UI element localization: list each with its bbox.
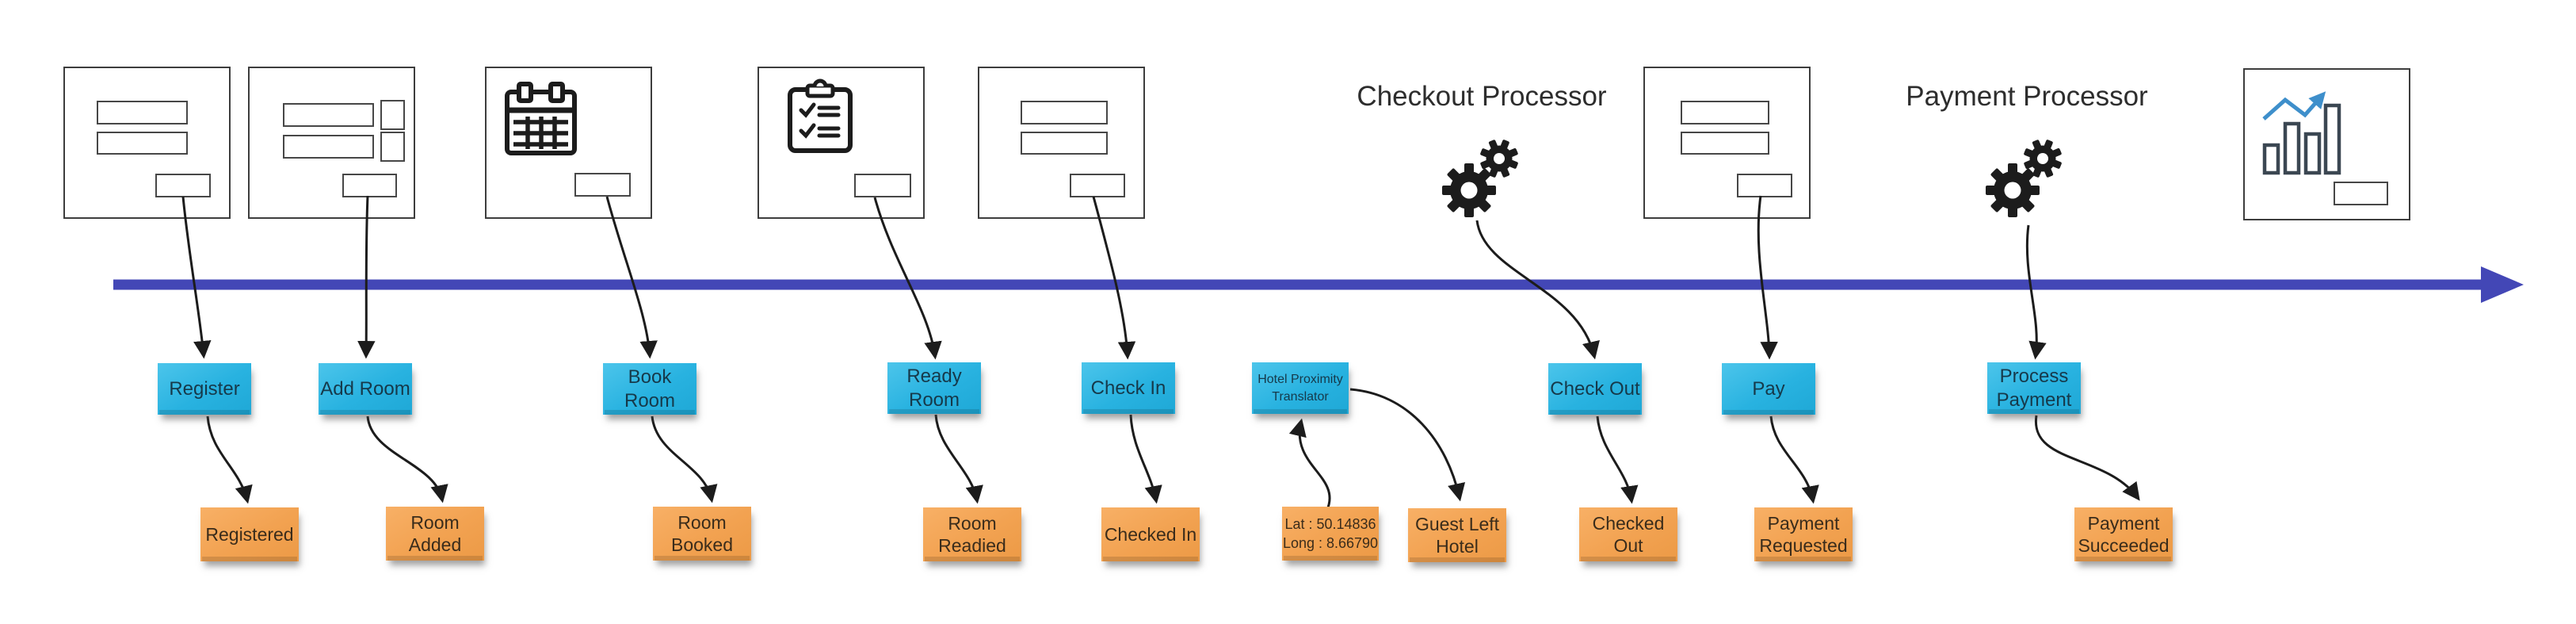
connector-process-payment-to-payment-succeeded [2035,415,2140,501]
input-field [1021,101,1108,124]
connector-add-room-form-to-add-room [357,195,376,359]
connector-check-in-to-checked-in [1129,414,1162,504]
command-sticky-ready-room[interactable]: Ready Room [887,362,981,414]
connector-checklist-to-ready-room [873,197,942,360]
input-field [1681,101,1769,124]
button-placeholder [1737,174,1792,197]
connector-translator-to-guest-left-hotel [1349,388,1466,502]
sticky-label: Hotel Proximity Translator [1257,372,1343,404]
sticky-label: Pay [1752,377,1785,400]
button-placeholder [854,174,911,197]
event-sticky-checked-out[interactable]: Checked Out [1579,507,1677,561]
connector-check-in-form-to-check-in [1092,196,1136,360]
wireframe-add-room-form[interactable] [248,67,415,219]
event-sticky-lat-long[interactable]: Lat : 50.14836 Long : 8.66790 [1282,507,1379,561]
connector-add-room-to-room-added [366,415,448,503]
processor-label-checkout[interactable]: Checkout Processor [1357,81,1607,112]
wireframe-register-form[interactable] [63,67,231,219]
event-sticky-registered[interactable]: Registered [200,507,299,561]
event-sticky-payment-requested[interactable]: Payment Requested [1754,507,1853,561]
sticky-label: Add Room [320,377,410,400]
event-sticky-room-added[interactable]: Room Added [386,507,484,561]
event-sticky-room-readied[interactable]: Room Readied [923,507,1021,561]
processor-label-payment[interactable]: Payment Processor [1906,81,2148,112]
wireframe-report-chart[interactable] [2243,68,2410,220]
checkbox-placeholder [380,100,405,130]
event-sticky-checked-in[interactable]: Checked In [1101,507,1200,561]
event-sticky-room-booked[interactable]: Room Booked [653,507,751,561]
checkbox-placeholder [380,132,405,162]
sticky-label: Register [169,377,240,400]
button-placeholder [574,173,631,197]
sticky-label: Guest Left Hotel [1414,513,1500,557]
sticky-label: Payment Requested [1759,512,1848,556]
command-sticky-hotel-proximity-translator[interactable]: Hotel Proximity Translator [1252,362,1349,414]
connector-calendar-to-book-room [605,196,658,359]
bar-chart-icon [2262,91,2341,175]
connector-pay-to-payment-requested [1769,415,1819,504]
sticky-label: Room Readied [938,512,1006,556]
sticky-label: Checked In [1104,523,1197,545]
connector-checkout-gears-to-check-out [1475,220,1600,360]
wireframe-ready-room-checklist[interactable] [758,67,925,219]
sticky-label: Ready Room [906,366,962,411]
connector-book-room-to-room-booked [651,415,718,503]
wireframe-book-room-calendar[interactable] [485,67,652,219]
input-field [1021,132,1108,155]
gears-icon-checkout-processor[interactable] [1436,136,1521,222]
button-placeholder [2334,182,2388,205]
connector-pay-form-to-pay [1757,195,1778,360]
wireframe-pay-form[interactable] [1643,67,1811,219]
command-sticky-register[interactable]: Register [158,363,251,415]
button-placeholder [342,174,397,197]
input-field [97,132,188,155]
checklist-clipboard-icon [788,78,853,153]
sticky-label: Registered [205,523,294,545]
button-placeholder [1070,174,1125,197]
command-sticky-book-room[interactable]: Book Room [603,363,696,415]
sticky-label: Process Payment [1996,366,2072,411]
sticky-label: Book Room [624,366,676,412]
sticky-label: Lat : 50.14836 Long : 8.66790 [1282,515,1379,551]
input-field [283,103,374,127]
command-sticky-check-out[interactable]: Check Out [1548,363,1642,415]
command-sticky-process-payment[interactable]: Process Payment [1987,362,2081,414]
connector-check-out-to-checked-out [1596,415,1639,504]
wireframe-check-in-form[interactable] [978,67,1145,219]
event-sticky-payment-succeeded[interactable]: Payment Succeeded [2074,507,2173,561]
input-field [283,135,374,159]
command-sticky-check-in[interactable]: Check In [1082,362,1175,414]
connector-latlong-to-translator [1288,418,1331,508]
connector-payment-gears-to-process-payment [2025,224,2047,360]
calendar-icon [505,82,577,155]
connector-register-form-to-register [181,196,212,359]
button-placeholder [155,174,211,197]
sticky-label: Room Booked [670,511,733,555]
command-sticky-add-room[interactable]: Add Room [319,363,412,415]
sticky-label: Room Added [408,511,462,555]
sticky-label: Payment Succeeded [2078,512,2170,556]
gears-icon-payment-processor[interactable] [1979,136,2065,222]
event-sticky-guest-left-hotel[interactable]: Guest Left Hotel [1408,508,1506,562]
connector-ready-room-to-room-readied [934,414,983,504]
input-field [1681,132,1769,155]
input-field [97,101,188,124]
connector-register-to-registered [206,415,253,504]
sticky-label: Checked Out [1592,512,1665,556]
timeline-arrowhead [2481,266,2524,303]
sticky-label: Check Out [1550,377,1640,400]
command-sticky-pay[interactable]: Pay [1722,363,1815,415]
sticky-label: Check In [1090,377,1166,399]
